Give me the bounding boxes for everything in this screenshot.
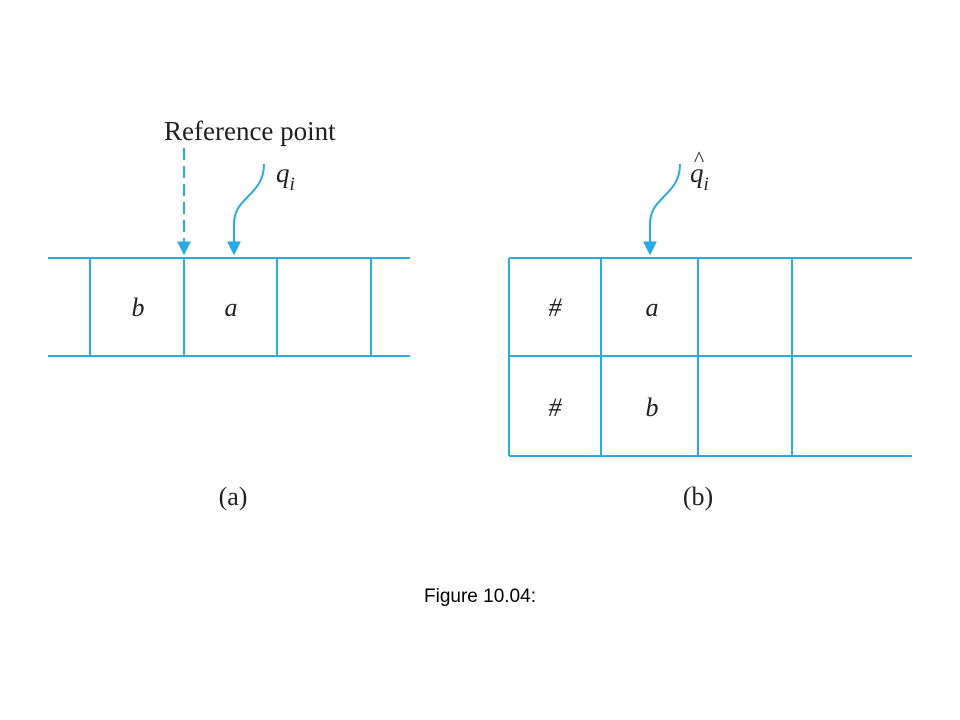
head-symbol: q	[276, 158, 290, 188]
head-state-label-b: qi	[690, 158, 709, 195]
figure-caption: Figure 10.04:	[424, 586, 536, 607]
head-symbol: q	[690, 158, 704, 188]
head-state-label-a: qi	[276, 158, 295, 195]
read-head-arrow-b	[643, 163, 681, 256]
panel-a-label: (a)	[219, 482, 248, 511]
panel-b	[508, 163, 912, 457]
reference-point-label: Reference point	[164, 116, 336, 146]
tape-b-track2-cell: #	[549, 393, 563, 422]
head-subscript: i	[704, 174, 709, 195]
tape-a-cell: b	[132, 293, 145, 322]
panel-b-label: (b)	[683, 482, 713, 511]
head-state-hat: ^	[694, 146, 705, 171]
tape-b-track2-cell: b	[646, 393, 659, 422]
tape-b-track1-cell: #	[549, 293, 563, 322]
panel-a	[48, 148, 410, 357]
head-subscript: i	[290, 174, 295, 195]
read-head-arrow-a	[227, 163, 265, 256]
tape-b-track1-cell: a	[646, 293, 659, 322]
tape-a-cell: a	[225, 293, 238, 322]
